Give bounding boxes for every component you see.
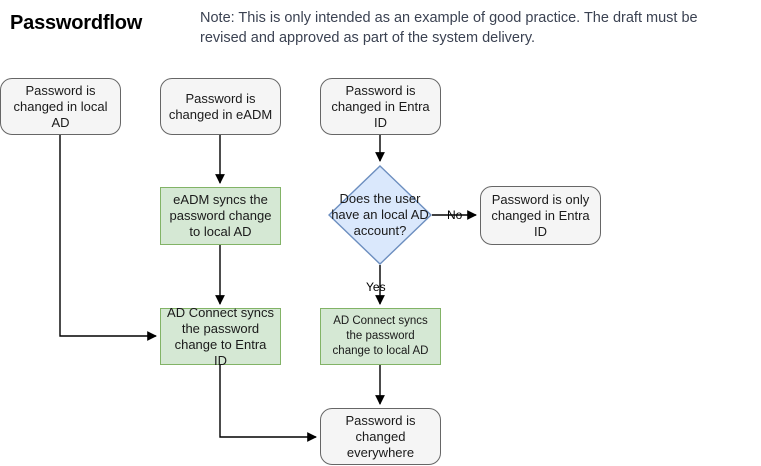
node-password-changed-eadm[interactable]: Password is changed in eADM xyxy=(160,78,281,135)
edge-label-yes: Yes xyxy=(366,280,386,294)
node-adconnect-syncs-to-entra-id[interactable]: AD Connect syncs the password change to … xyxy=(160,305,281,368)
node-password-only-changed-entra-id[interactable]: Password is only changed in Entra ID xyxy=(480,186,601,245)
node-eadm-syncs-to-local-ad[interactable]: eADM syncs the password change to local … xyxy=(160,187,281,245)
node-password-changed-entra-id[interactable]: Password is changed in Entra ID xyxy=(320,78,441,135)
node-password-changed-everywhere[interactable]: Password is changed everywhere xyxy=(320,408,441,465)
node-decision-local-ad-account[interactable]: Does the user have an local AD account? xyxy=(327,165,433,265)
node-password-changed-local-ad[interactable]: Password is changed in local AD xyxy=(0,78,121,135)
diamond-shape xyxy=(327,165,433,265)
note-text: Note: This is only intended as an exampl… xyxy=(200,10,698,46)
page-title: Passwordflow xyxy=(10,12,143,34)
edge-localad-to-adconnect-entra xyxy=(59,135,157,341)
edge-adconnect-entra-to-everywhere xyxy=(219,365,317,442)
node-adconnect-syncs-to-local-ad[interactable]: AD Connect syncs the password change to … xyxy=(320,308,441,365)
edge-label-no: No xyxy=(447,208,463,222)
